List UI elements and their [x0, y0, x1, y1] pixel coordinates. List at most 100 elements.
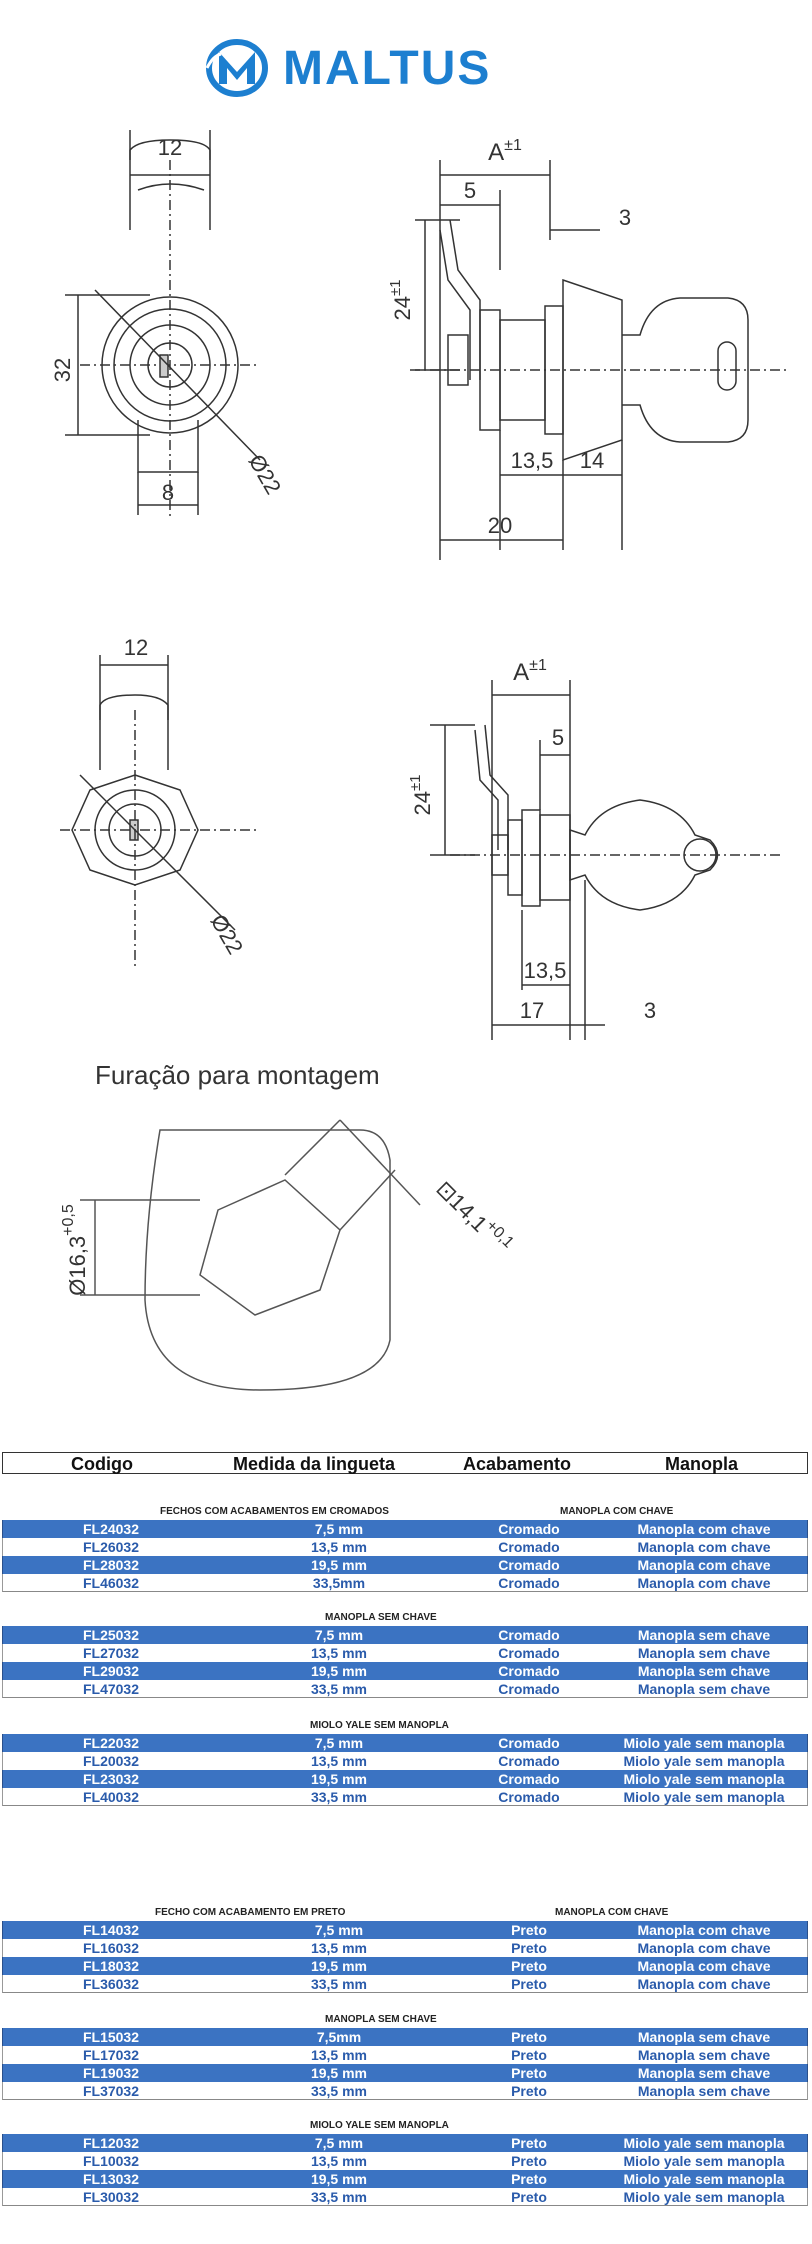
table-cell: 13,5 mm: [310, 1645, 368, 1661]
table-cell: Cromado: [498, 1753, 560, 1769]
table-row: FL14032 7,5 mm Preto Manopla com chave: [2, 1921, 808, 1939]
dim-24-label: 24±1: [387, 279, 415, 320]
table-cell: Preto: [511, 1976, 547, 1992]
table-cell: Manopla sem chave: [637, 1627, 771, 1643]
table-cell: 33,5 mm: [310, 2189, 368, 2205]
table-cell: Manopla com chave: [637, 1922, 771, 1938]
brand-name: MALTUS: [283, 41, 492, 95]
dim-width-label-2: 12: [124, 635, 148, 660]
table-cell: Miolo yale sem manopla: [623, 2135, 785, 2151]
table-cell: Manopla sem chave: [637, 2047, 771, 2063]
table-row: FL13032 19,5 mm Preto Miolo yale sem manopl…: [2, 2170, 808, 2188]
section-label-right: MIOLO YALE SEM MANOPLA: [310, 2120, 449, 2131]
table-cell: FL40032: [82, 1789, 140, 1805]
table-cell: Miolo yale sem manopla: [623, 1753, 785, 1769]
table-cell: Preto: [511, 2047, 547, 2063]
table-cell: FL14032: [82, 1922, 140, 1938]
col-acabamento: Acabamento: [463, 1454, 572, 1474]
table-cell: Preto: [511, 2029, 547, 2045]
table-cell: FL17032: [82, 2047, 140, 2063]
table-cell: Cromado: [498, 1557, 560, 1573]
table-cell: Manopla com chave: [637, 1958, 771, 1974]
col-manopla: Manopla: [665, 1454, 739, 1474]
table-cell: FL12032: [82, 2135, 140, 2151]
table-cell: 19,5 mm: [310, 2065, 368, 2081]
section-label-right: MANOPLA COM CHAVE: [560, 1506, 674, 1517]
table-cell: 13,5 mm: [310, 1940, 368, 1956]
table-cell: 13,5 mm: [310, 1753, 368, 1769]
table-cell: FL36032: [82, 1976, 140, 1992]
table-cell: FL47032: [82, 1681, 140, 1697]
hole-diameter-label: Ø16,3+0,5: [60, 1204, 90, 1296]
table-cell: Preto: [511, 2189, 547, 2205]
table-cell: Cromado: [498, 1627, 560, 1643]
section-label-right: MANOPLA SEM CHAVE: [325, 2014, 437, 2025]
table-cell: FL18032: [82, 1958, 140, 1974]
dim-14-label: 14: [580, 448, 604, 473]
dim-diameter-label: Ø22: [244, 450, 286, 499]
table-header: Codigo Medida da lingueta Acabamento Man…: [2, 1452, 808, 1474]
table-row: FL30032 33,5 mm Preto Miolo yale sem manopl…: [2, 2188, 808, 2206]
section-label-left: FECHOS COM ACABAMENTOS EM CROMADOS: [160, 1506, 389, 1517]
dim-5-label-2: 5: [552, 725, 564, 750]
table-cell: Miolo yale sem manopla: [623, 2153, 785, 2169]
hole-square-label: ⊡14,1+0,1: [431, 1174, 517, 1260]
table-cell: Manopla sem chave: [637, 1663, 771, 1679]
drawing-1-side: A±1 5 3 24±1 13,5 14 20: [387, 137, 790, 560]
table-cell: Manopla sem chave: [637, 1681, 771, 1697]
table-cell: FL13032: [82, 2171, 140, 2187]
table-cell: Manopla com chave: [637, 1976, 771, 1992]
table-cell: 19,5 mm: [310, 1663, 368, 1679]
table-cell: Cromado: [498, 1771, 560, 1787]
table-cell: Miolo yale sem manopla: [623, 1789, 785, 1805]
table-cell: Cromado: [498, 1575, 560, 1591]
table-cell: 19,5 mm: [310, 2171, 368, 2187]
table-cell: 7,5 mm: [314, 1922, 364, 1938]
table-cell: 33,5mm: [312, 1575, 366, 1591]
table-cell: 19,5 mm: [310, 1958, 368, 1974]
table-cell: Manopla com chave: [637, 1521, 771, 1537]
table-cell: Preto: [511, 2171, 547, 2187]
table-cell: 7,5 mm: [314, 1627, 364, 1643]
dim-24-label-2: 24±1: [407, 774, 435, 815]
mounting-title: Furação para montagem: [95, 1060, 380, 1090]
section-label-right: MANOPLA COM CHAVE: [555, 1907, 669, 1918]
table-cell: Preto: [511, 1922, 547, 1938]
table-cell: Miolo yale sem manopla: [623, 2189, 785, 2205]
dim-height-label: 32: [50, 358, 75, 382]
table-cell: 33,5 mm: [310, 1789, 368, 1805]
table-cell: Manopla sem chave: [637, 1645, 771, 1661]
table-cell: Cromado: [498, 1645, 560, 1661]
table-cell: Manopla sem chave: [637, 2065, 771, 2081]
drawing-2-side: A±1 5 24±1 13,5 17 3: [407, 657, 780, 1040]
table-cell: Preto: [511, 2083, 547, 2099]
table-cell: Preto: [511, 1940, 547, 1956]
drawing-2-front: 12 Ø22: [60, 635, 260, 970]
table-cell: Cromado: [498, 1789, 560, 1805]
col-codigo: Codigo: [71, 1454, 133, 1474]
table-cell: FL27032: [82, 1645, 140, 1661]
table-cell: Cromado: [498, 1539, 560, 1555]
table-cell: Miolo yale sem manopla: [623, 1771, 785, 1787]
table-cell: 13,5 mm: [310, 1539, 368, 1555]
table-cell: FL30032: [82, 2189, 140, 2205]
dim-diameter-label-2: Ø22: [206, 910, 248, 959]
dim-3-label: 3: [619, 205, 631, 230]
dim-3-label-2: 3: [644, 998, 656, 1023]
table-cell: Miolo yale sem manopla: [623, 2171, 785, 2187]
dim-5-label: 5: [464, 178, 476, 203]
dim-135-label: 13,5: [511, 448, 554, 473]
table-cell: 7,5 mm: [314, 2135, 364, 2151]
table-cell: Cromado: [498, 1735, 560, 1751]
